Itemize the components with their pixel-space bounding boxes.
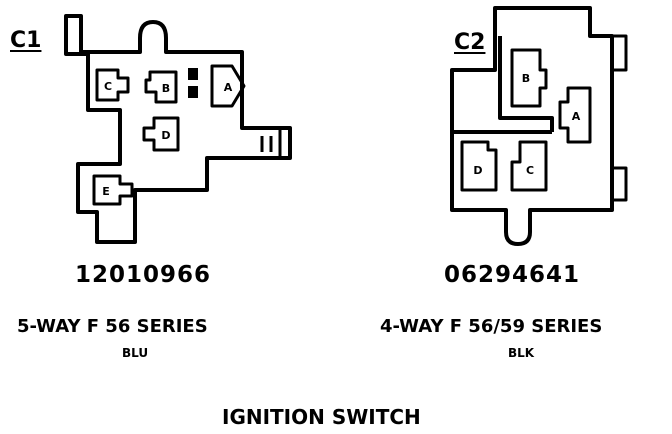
c1-housing-outline (64, 14, 292, 244)
c2-pin-d-label: D (473, 164, 482, 177)
c1-pin-d-label: D (161, 129, 170, 142)
c2-part-number: 06294641 (444, 262, 581, 288)
c2-right-tab-top (610, 34, 628, 72)
c2-pin-b-cavity (510, 48, 548, 108)
c1-pin-b-mark-2 (188, 86, 198, 98)
c2-wire-color: BLK (508, 346, 535, 360)
c1-connector: C B A D E (64, 14, 292, 244)
c1-pin-b-mark-1 (188, 68, 198, 80)
c1-wire-color: BLU (122, 346, 149, 360)
c1-pin-d-cavity (142, 116, 180, 152)
c1-pin-a-cavity (210, 64, 246, 108)
c2-pin-c-cavity (510, 140, 548, 192)
c2-pin-a-label: A (572, 110, 581, 123)
c1-pin-c-label: C (104, 80, 112, 93)
c2-connector: B A D C (450, 6, 628, 246)
c1-top-tab (64, 14, 83, 56)
c1-pin-c-cavity (95, 68, 130, 102)
c1-pin-b-label: B (162, 82, 170, 95)
c2-right-tab-bottom (610, 166, 628, 202)
c2-series: 4-WAY F 56/59 SERIES (380, 316, 603, 337)
c1-series: 5-WAY F 56 SERIES (17, 316, 208, 337)
c2-pin-a-cavity (558, 86, 592, 144)
c2-pin-c-label: C (526, 164, 534, 177)
c2-pin-d-cavity (460, 140, 498, 192)
c1-pin-e-cavity (92, 174, 134, 206)
c2-connector-label: C2 (454, 30, 486, 55)
c2-inner-wall (498, 36, 554, 132)
diagram-title: IGNITION SWITCH (222, 405, 421, 429)
c1-pin-e-label: E (102, 185, 110, 198)
c1-part-number: 12010966 (75, 262, 212, 288)
c1-pin-a-label: A (224, 81, 233, 94)
c1-pin-b-cavity (144, 70, 178, 104)
c1-connector-label: C1 (10, 28, 42, 53)
c2-pin-b-label: B (522, 72, 530, 85)
